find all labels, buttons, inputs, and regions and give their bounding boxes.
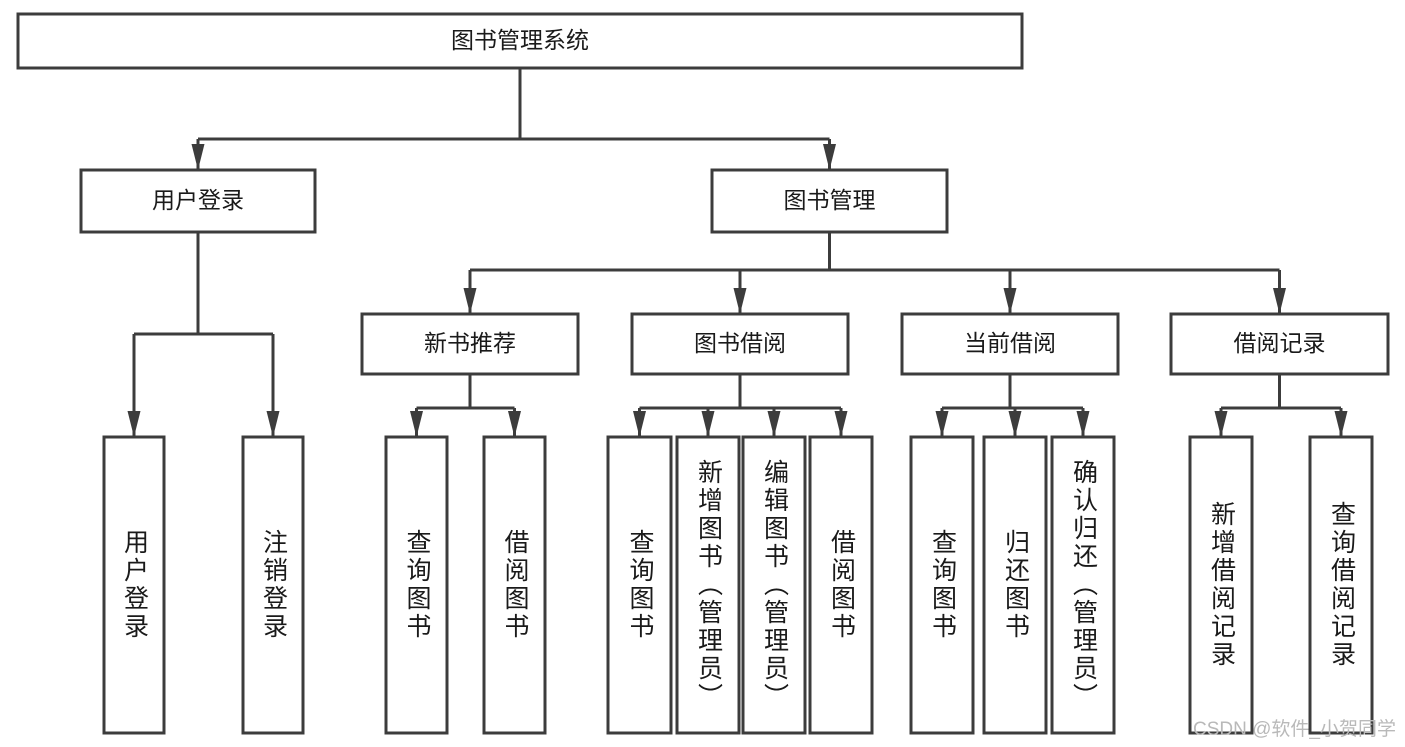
leaf-label-2: 查询图书 <box>403 529 431 641</box>
leaf-label-10: 确认归还（管理员） <box>1069 459 1098 711</box>
node-label-level3-3: 借阅记录 <box>1234 330 1326 356</box>
leaf-label-9: 归还图书 <box>1001 529 1030 641</box>
node-label-level2-0: 用户登录 <box>152 187 244 213</box>
node-label-level3-2: 当前借阅 <box>964 330 1056 356</box>
node-box-level3-3 <box>1169 312 1390 376</box>
arrow-head <box>463 288 477 314</box>
leaf-box-4 <box>606 435 673 735</box>
arrow-head <box>935 411 949 437</box>
node-box-level3-1 <box>630 312 850 376</box>
leaf-box-8 <box>909 435 975 735</box>
leaf-box-12 <box>1308 435 1374 735</box>
node-box-level3-2 <box>900 312 1120 376</box>
node-box-level2-0 <box>79 168 317 234</box>
leaf-box-1 <box>241 435 305 735</box>
node-box-level2-1 <box>710 168 949 234</box>
arrow-head <box>633 411 646 437</box>
arrow-head <box>701 411 715 437</box>
arrow-head <box>266 411 280 437</box>
arrow-head <box>733 288 747 314</box>
leaf-box-10 <box>1050 435 1116 735</box>
arrow-head <box>1008 411 1022 437</box>
leaf-box-7 <box>808 435 874 735</box>
arrow-head <box>823 144 836 170</box>
node-box-level3-0 <box>360 312 580 376</box>
leaf-label-6: 编辑图书（管理员） <box>760 459 789 711</box>
watermark-text: CSDN @软件_小贺同学 <box>1193 719 1396 740</box>
leaf-label-4: 查询图书 <box>626 529 654 641</box>
leaf-box-9 <box>982 435 1048 735</box>
arrow-head <box>1334 411 1348 437</box>
leaf-label-8: 查询图书 <box>928 529 957 641</box>
leaf-label-12: 查询借阅记录 <box>1327 501 1356 669</box>
arrow-head <box>767 411 781 437</box>
node-label-level3-1: 图书借阅 <box>694 330 786 356</box>
node-box-root <box>16 12 1024 70</box>
arrow-head <box>834 411 848 437</box>
arrow-head <box>127 411 141 437</box>
leaf-label-5: 新增图书（管理员） <box>694 459 723 711</box>
node-label-root: 图书管理系统 <box>451 27 589 53</box>
arrow-head <box>508 411 521 437</box>
leaf-label-0: 用户登录 <box>120 529 149 641</box>
leaf-box-3 <box>482 435 547 735</box>
node-label-level2-1: 图书管理 <box>784 187 876 213</box>
leaf-label-7: 借阅图书 <box>827 529 856 641</box>
leaf-box-11 <box>1188 435 1254 735</box>
connector-layer <box>127 68 1348 437</box>
leaf-box-2 <box>384 435 449 735</box>
arrow-head <box>191 144 205 170</box>
leaf-box-0 <box>102 435 166 735</box>
node-label-level3-0: 新书推荐 <box>424 330 516 356</box>
leaf-label-3: 借阅图书 <box>501 529 529 641</box>
arrow-head <box>1214 411 1228 437</box>
node-box-layer <box>16 12 1390 735</box>
arrow-head <box>1003 288 1017 314</box>
leaf-label-11: 新增借阅记录 <box>1207 501 1236 669</box>
arrow-head <box>1076 411 1090 437</box>
leaf-label-1: 注销登录 <box>259 529 288 641</box>
leaf-box-6 <box>741 435 807 735</box>
leaf-box-5 <box>675 435 741 735</box>
arrow-head <box>1273 288 1286 314</box>
arrow-head <box>410 411 423 437</box>
